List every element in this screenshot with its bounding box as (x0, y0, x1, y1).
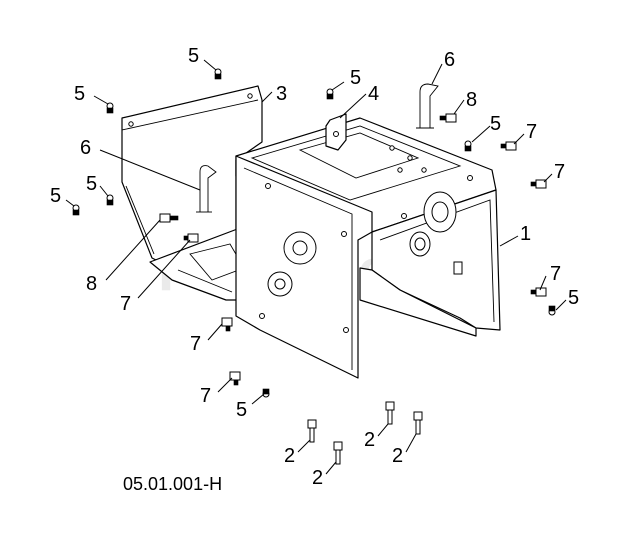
callout-label: 8 (466, 89, 477, 111)
callout-label: 8 (86, 273, 97, 295)
callout-label: 5 (236, 399, 247, 421)
callout-label: 7 (526, 121, 537, 143)
callout-label: 2 (312, 467, 323, 489)
callout-label: 2 (364, 429, 375, 451)
bolt-5 (106, 194, 114, 206)
stud-2 (385, 401, 395, 425)
stud-2 (333, 441, 343, 465)
bolt-5 (262, 388, 270, 398)
diagram-reference-code: 05.01.001-H (123, 474, 223, 494)
callout-label: 7 (190, 333, 201, 355)
callout-label: 5 (188, 45, 199, 67)
callout-label: 2 (284, 445, 295, 467)
callout-label: 6 (80, 137, 91, 159)
callout-label: 7 (120, 293, 131, 315)
part-6-hairpin-clip-lower (196, 165, 217, 213)
bolt-5 (214, 68, 222, 80)
bolt-5 (72, 204, 80, 216)
callout-label: 5 (86, 173, 97, 195)
callout-label: 4 (368, 83, 379, 105)
screw-7 (183, 233, 199, 243)
callout-label: 1 (520, 223, 531, 245)
screw-7 (221, 317, 233, 332)
callout-labels: 5 5 3 6 5 4 6 8 5 7 5 5 7 8 7 1 7 5 7 7 … (50, 45, 579, 489)
callout-label: 5 (74, 83, 85, 105)
bolt-5 (326, 88, 334, 100)
callout-label: 5 (50, 185, 61, 207)
stud-2 (307, 419, 317, 443)
callout-label: 5 (490, 113, 501, 135)
bolt-5 (548, 305, 556, 316)
bolt-8 (439, 113, 457, 123)
callout-label: 5 (568, 287, 579, 309)
callout-label: 7 (200, 385, 211, 407)
screw-7 (530, 287, 547, 297)
stud-2 (413, 411, 423, 435)
callout-label: 7 (554, 161, 565, 183)
screw-7 (229, 371, 241, 386)
bolt-8 (159, 213, 179, 223)
callout-label: 5 (350, 67, 361, 89)
bolt-5 (106, 102, 114, 114)
callout-label: 7 (550, 263, 561, 285)
callout-label: 2 (392, 445, 403, 467)
leader-lines (65, 59, 567, 475)
callout-label: 3 (276, 83, 287, 105)
bolt-5 (464, 140, 472, 152)
screw-7 (530, 179, 547, 189)
part-4-bracket (325, 113, 347, 151)
part-1-chassis-frame (235, 117, 501, 379)
part-6-hairpin-clip-upper (416, 83, 439, 129)
callout-label: 6 (444, 49, 455, 71)
screw-7 (500, 141, 517, 151)
